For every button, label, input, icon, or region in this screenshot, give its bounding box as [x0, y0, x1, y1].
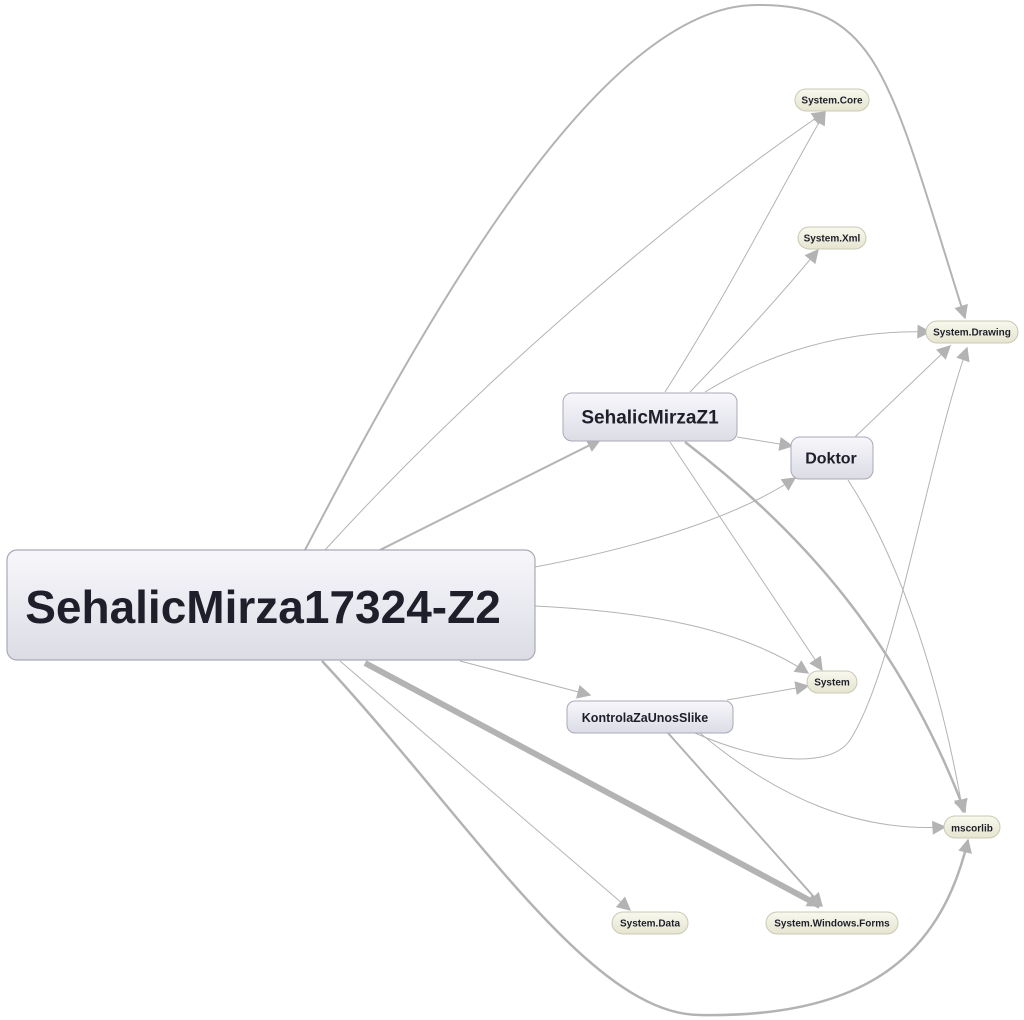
node-system-xml[interactable]: System.Xml	[797, 226, 867, 250]
edge-doktor-to-mscorlib	[847, 479, 968, 814]
edge-sehalicmirzaz1-to-system-drawing	[704, 324, 932, 393]
edge-sehalicmirzaz1-to-system	[669, 441, 823, 672]
edge-main-to-system-drawing	[304, 3, 968, 551]
node-label: SehalicMirzaZ1	[581, 408, 719, 429]
edge-kontrolazaunosslike-to-system-windows-forms	[667, 732, 823, 908]
node-system-drawing[interactable]: System.Drawing	[925, 320, 1019, 344]
node-system[interactable]: System	[806, 670, 858, 694]
node-sehalicmirza17324-z2[interactable]: SehalicMirza17324-Z2	[6, 549, 536, 661]
edge-main-to-system-core	[324, 111, 827, 551]
node-label: SehalicMirza17324-Z2	[25, 581, 501, 633]
node-kontrolazaunosslike[interactable]: KontrolaZaUnosSlike	[566, 700, 734, 734]
edge-kontrolazaunosslike-to-system-drawing	[694, 346, 970, 760]
edge-doktor-to-system-drawing	[854, 345, 952, 438]
node-label: Doktor	[805, 451, 857, 468]
edge-sehalicmirzaz1-to-system-xml	[689, 248, 819, 393]
edge-sehalicmirzaz1-to-system-core	[664, 110, 826, 393]
node-system-windows-forms[interactable]: System.Windows.Forms	[765, 911, 899, 935]
edge-main-to-sehalicmirzaz1	[379, 439, 602, 551]
node-box	[765, 911, 899, 935]
node-box	[925, 320, 1019, 344]
edge-kontrolazaunosslike-to-mscorlib	[699, 732, 947, 835]
edge-main-to-doktor	[534, 477, 797, 568]
node-box	[943, 815, 1001, 839]
edge-sehalicmirzaz1-to-doktor	[736, 436, 794, 451]
node-sehalicmirzaz1[interactable]: SehalicMirzaZ1	[562, 392, 738, 442]
edge-main-to-mscorlib	[321, 660, 972, 1017]
node-label: System	[814, 678, 850, 689]
nodes-layer: SehalicMirza17324-Z2 SehalicMirzaZ1 Dokt…	[6, 88, 1019, 935]
edge-main-to-system	[534, 605, 810, 674]
edges-layer	[304, 3, 972, 1017]
node-box	[794, 88, 870, 112]
node-system-data[interactable]: System.Data	[611, 911, 689, 935]
node-box	[790, 436, 874, 480]
node-box	[611, 911, 689, 935]
edge-kontrolazaunosslike-to-system	[726, 681, 810, 701]
node-label: System.Core	[801, 96, 863, 107]
edge-main-to-kontrolazaunosslike	[459, 660, 592, 699]
node-label: System.Windows.Forms	[774, 919, 890, 930]
node-label: mscorlib	[951, 824, 993, 835]
node-label: KontrolaZaUnosSlike	[582, 711, 708, 725]
edge-main-to-system-data	[339, 660, 632, 911]
node-box	[6, 549, 536, 661]
node-mscorlib[interactable]: mscorlib	[943, 815, 1001, 839]
node-doktor[interactable]: Doktor	[790, 436, 874, 480]
node-label: System.Drawing	[933, 328, 1011, 339]
node-box	[566, 700, 734, 734]
edge-main-to-system-windows-forms	[363, 660, 822, 909]
node-box	[797, 226, 867, 250]
node-label: System.Xml	[804, 234, 861, 245]
node-box	[806, 670, 858, 694]
node-system-core[interactable]: System.Core	[794, 88, 870, 112]
node-label: System.Data	[620, 919, 680, 930]
edge-sehalicmirzaz1-to-mscorlib	[684, 441, 968, 814]
node-box	[562, 392, 738, 442]
